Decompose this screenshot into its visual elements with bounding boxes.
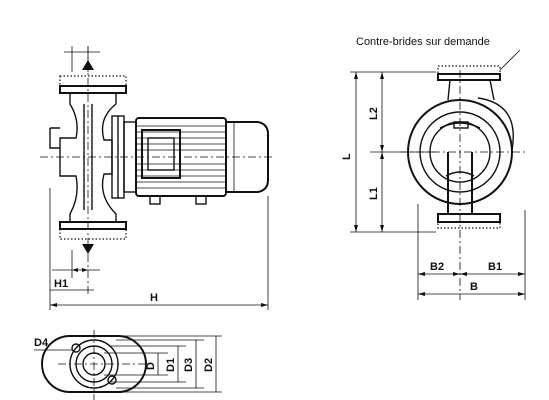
top-flange [59, 85, 127, 94]
front-bottom-flange [437, 213, 501, 223]
pump-body-left [59, 93, 78, 222]
h1-arrow-a [72, 268, 78, 272]
l1-arrow-top [380, 152, 384, 159]
motor-eye-bolt [453, 121, 469, 129]
flange-view: D4 D D1 D3 D2 [34, 330, 222, 400]
pump-inner-channel [83, 104, 93, 210]
label-h: H [150, 292, 158, 304]
label-l: L [341, 153, 353, 160]
side-view: H1 H [40, 46, 275, 310]
front-view: Contre-brides sur demande L [341, 36, 528, 300]
h-arrow-left [50, 303, 57, 307]
b1-arrow-right [518, 272, 525, 276]
b1-arrow-left [460, 272, 467, 276]
label-h1: H1 [54, 278, 68, 290]
bottom-flange [59, 221, 127, 230]
label-d: D [145, 362, 157, 370]
motor-foot-right [195, 195, 207, 205]
label-b2: B2 [430, 261, 444, 273]
front-pipe-detail [445, 171, 475, 177]
front-bottom-counterflange [437, 221, 501, 229]
pump-body-right [101, 93, 117, 222]
b2-arrow-left [418, 272, 425, 276]
label-d3: D3 [183, 358, 195, 372]
note-leader [499, 49, 521, 71]
label-d1: D1 [165, 358, 177, 372]
label-d2: D2 [203, 358, 215, 372]
flange-bore [82, 352, 106, 376]
flange-bolt-hole-d4 [71, 343, 81, 353]
terminal-box [141, 129, 181, 179]
label-d4: D4 [34, 337, 49, 349]
l-arrow-bottom [354, 225, 358, 232]
eye-bolt-arc [439, 122, 481, 129]
label-b1: B1 [488, 261, 502, 273]
flow-arrow-down [82, 244, 94, 254]
h1-arrow-b [82, 268, 88, 272]
note-counterflanges: Contre-brides sur demande [356, 36, 490, 48]
l-arrow-top [354, 72, 358, 79]
flange-raised-face [75, 345, 113, 383]
l2-arrow-bottom [380, 145, 384, 152]
b-arrow-left [418, 292, 425, 296]
front-top-flange [437, 73, 501, 81]
label-b: B [470, 281, 478, 293]
label-l2: L2 [368, 107, 380, 120]
front-top-counterflange [437, 65, 501, 75]
pump-drain-boss [49, 127, 60, 149]
top-counterflange [59, 75, 127, 87]
fan-cover [225, 121, 269, 193]
terminal-box-cover [147, 137, 175, 171]
front-neck [447, 79, 495, 101]
label-l1: L1 [368, 187, 380, 200]
flange-bolt-circle [69, 339, 119, 389]
volute-tongue [477, 97, 514, 151]
l1-arrow-bottom [380, 225, 384, 232]
h-arrow-right [261, 303, 268, 307]
l2-arrow-top [380, 72, 384, 79]
flange-bolt-hole-opposite [107, 375, 117, 385]
motor-foot-left [149, 195, 161, 205]
front-discharge-pipe [447, 152, 473, 214]
b-arrow-right [518, 292, 525, 296]
b2-arrow-right [453, 272, 460, 276]
bottom-counterflange [59, 228, 127, 240]
